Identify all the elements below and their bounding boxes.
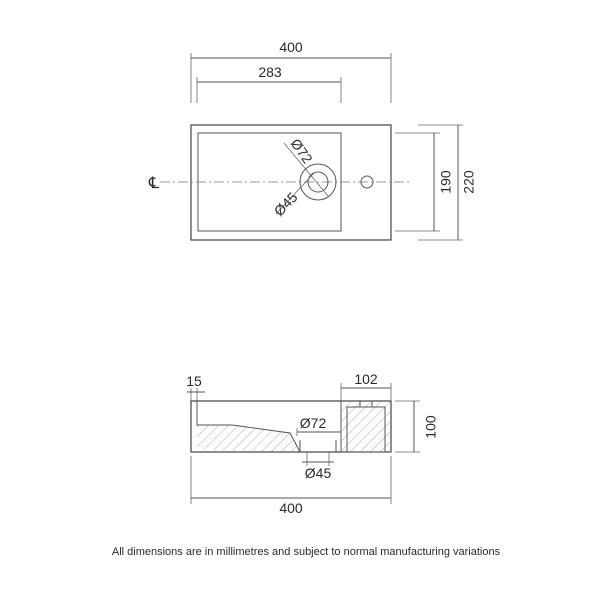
centreline-symbol: ℄ xyxy=(148,175,160,192)
compartment-width-dimension: 102 xyxy=(340,371,392,401)
compartment-hatch xyxy=(341,401,391,452)
overall-width-label: 400 xyxy=(279,39,303,55)
overall-depth-dimension: 220 xyxy=(418,124,477,241)
compartment-width-label: 102 xyxy=(354,371,378,387)
height-label: 100 xyxy=(423,415,439,439)
bowl-width-dimension: 283 xyxy=(196,64,342,103)
height-dimension: 100 xyxy=(395,400,439,453)
waste-outer-circle xyxy=(299,163,337,201)
bowl-depth-label: 190 xyxy=(438,170,454,194)
bowl-width-label: 283 xyxy=(258,64,282,80)
bowl-profile xyxy=(196,401,301,453)
waste-inner-circle xyxy=(307,171,329,193)
bowl-depth-dimension: 190 xyxy=(395,132,454,232)
overall-depth-label: 220 xyxy=(461,170,477,194)
basin-outline xyxy=(190,124,392,241)
section-outer-diameter-dimension: Ø72 xyxy=(296,415,342,436)
inner-diameter-leader xyxy=(275,172,315,215)
section-overall-width-dimension: 400 xyxy=(190,456,392,516)
footnote: All dimensions are in millimetres and su… xyxy=(112,546,501,558)
overall-width-dimension: 400 xyxy=(190,39,392,103)
section-inner-diameter-dimension: Ø45 xyxy=(302,452,334,481)
section-inner-diameter-label: Ø45 xyxy=(305,465,332,481)
plan-view: 400 283 ℄ Ø72 Ø45 190 xyxy=(148,39,477,241)
wall-thickness-label: 15 xyxy=(186,373,202,389)
outer-diameter-leader xyxy=(283,142,329,197)
tap-hole xyxy=(360,175,374,189)
wall-thickness-dimension: 15 xyxy=(186,373,205,401)
section-outer-diameter-label: Ø72 xyxy=(300,415,327,431)
section-view: 15 102 Ø72 xyxy=(186,371,438,516)
section-overall-width-label: 400 xyxy=(279,500,303,516)
compartment-void xyxy=(346,406,386,453)
